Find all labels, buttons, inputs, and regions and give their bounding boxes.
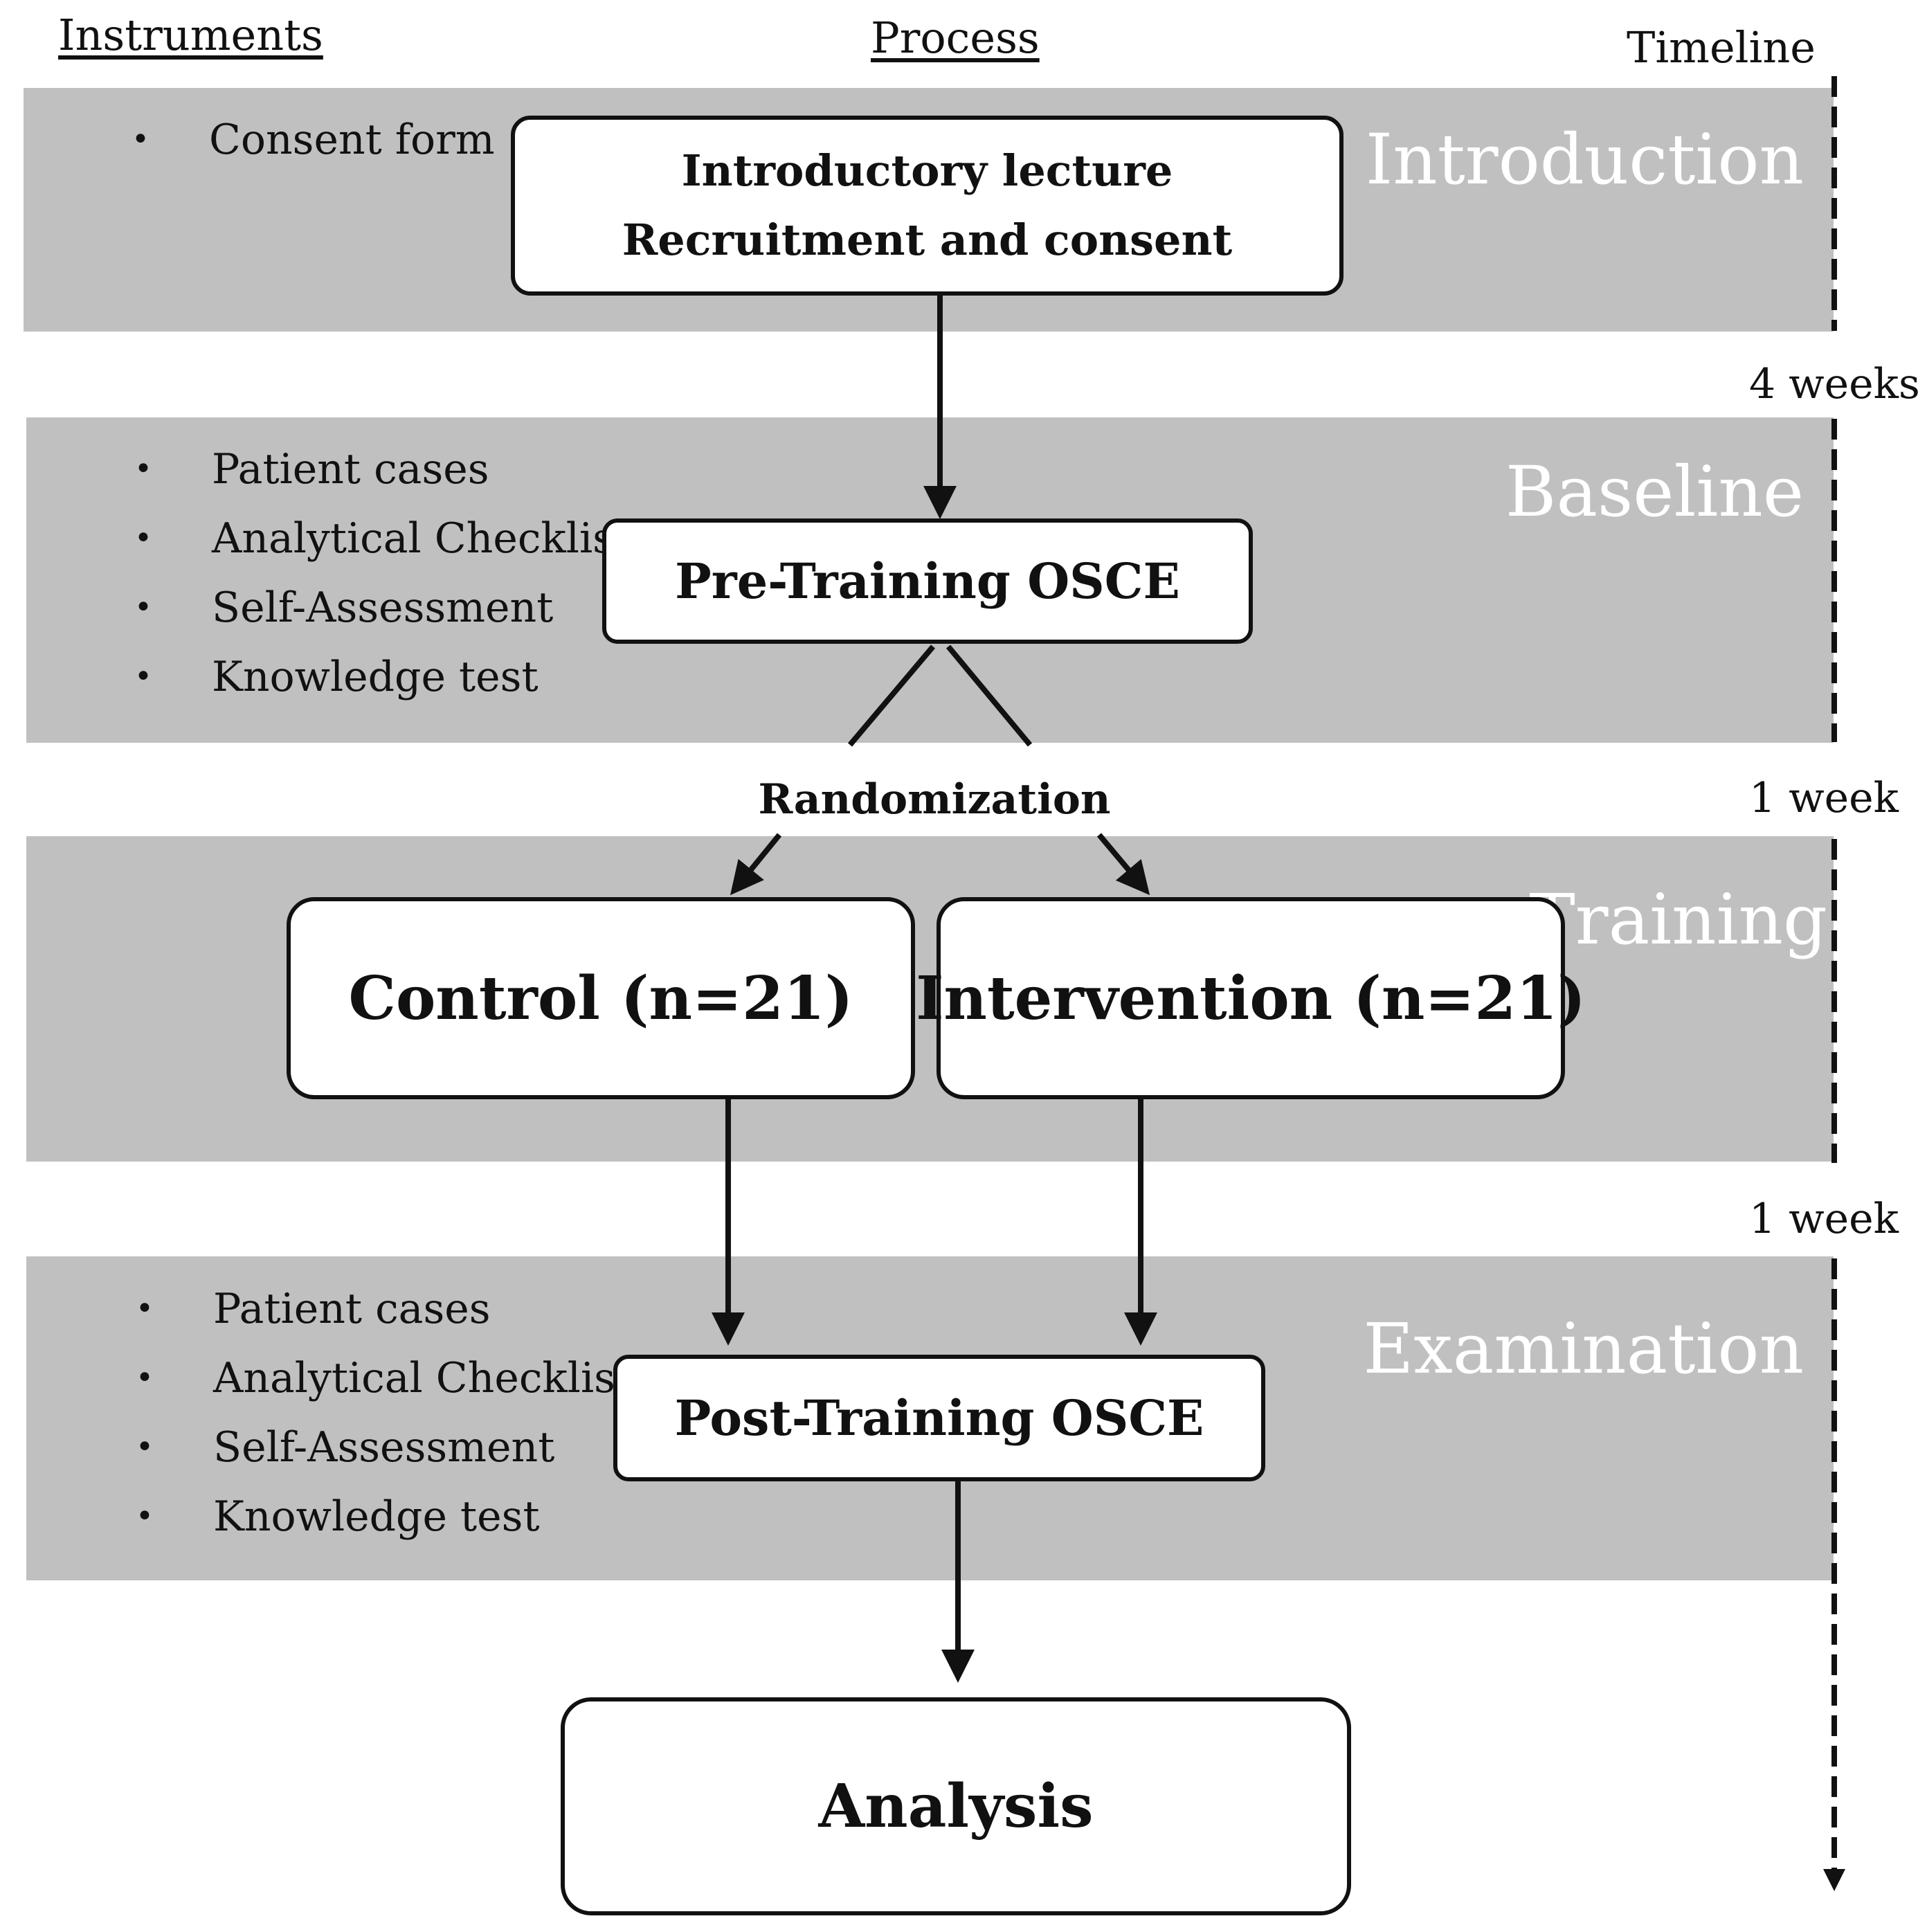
analysis-box: Analysis [561,1697,1351,1915]
list-item: Patient cases [136,1274,632,1344]
interval-label: 1 week [1749,774,1899,822]
interval-label: 1 week [1749,1195,1899,1243]
process-header: Process [871,12,1040,63]
list-item: Knowledge test [134,642,631,712]
list-item: Patient cases [134,435,631,504]
instruments-header: Instruments [58,10,323,60]
box-line: Recruitment and consent [622,215,1233,265]
intervention-group-box: Intervention (n=21) [916,897,1586,1099]
baseline-instruments-list: Patient cases Analytical Checklist Self-… [134,435,631,712]
introduction-instruments-list: Consent form [132,105,495,174]
baseline-phase-label: Baseline [1505,451,1804,532]
box-label: Post-Training OSCE [674,1389,1204,1447]
box-line: Introductory lecture [681,145,1173,196]
list-item: Self-Assessment [136,1413,632,1482]
list-item: Analytical Checklist [134,504,631,573]
introduction-phase-label: Introduction [1365,119,1804,200]
box-label: Analysis [818,1771,1094,1841]
list-item: Self-Assessment [134,573,631,642]
introductory-lecture-box: Introductory lecture Recruitment and con… [511,116,1344,296]
examination-phase-label: Examination [1363,1308,1804,1389]
list-item: Analytical Checklist [136,1344,632,1413]
box-label: Pre-Training OSCE [675,552,1180,610]
list-item: Knowledge test [136,1482,632,1551]
interval-label: 4 weeks [1749,360,1920,408]
box-label: Intervention (n=21) [916,963,1586,1033]
pre-training-osce-box: Pre-Training OSCE [602,518,1253,644]
box-label: Control (n=21) [348,963,853,1033]
examination-instruments-list: Patient cases Analytical Checklist Self-… [136,1274,632,1551]
control-group-box: Control (n=21) [287,897,915,1099]
training-phase-label: Training [1529,879,1827,960]
list-item: Consent form [132,105,495,174]
randomization-label: Randomization [758,775,1111,824]
timeline-header: Timeline [1627,22,1816,73]
timeline-arrow-icon [1823,1869,1845,1891]
post-training-osce-box: Post-Training OSCE [613,1355,1265,1481]
